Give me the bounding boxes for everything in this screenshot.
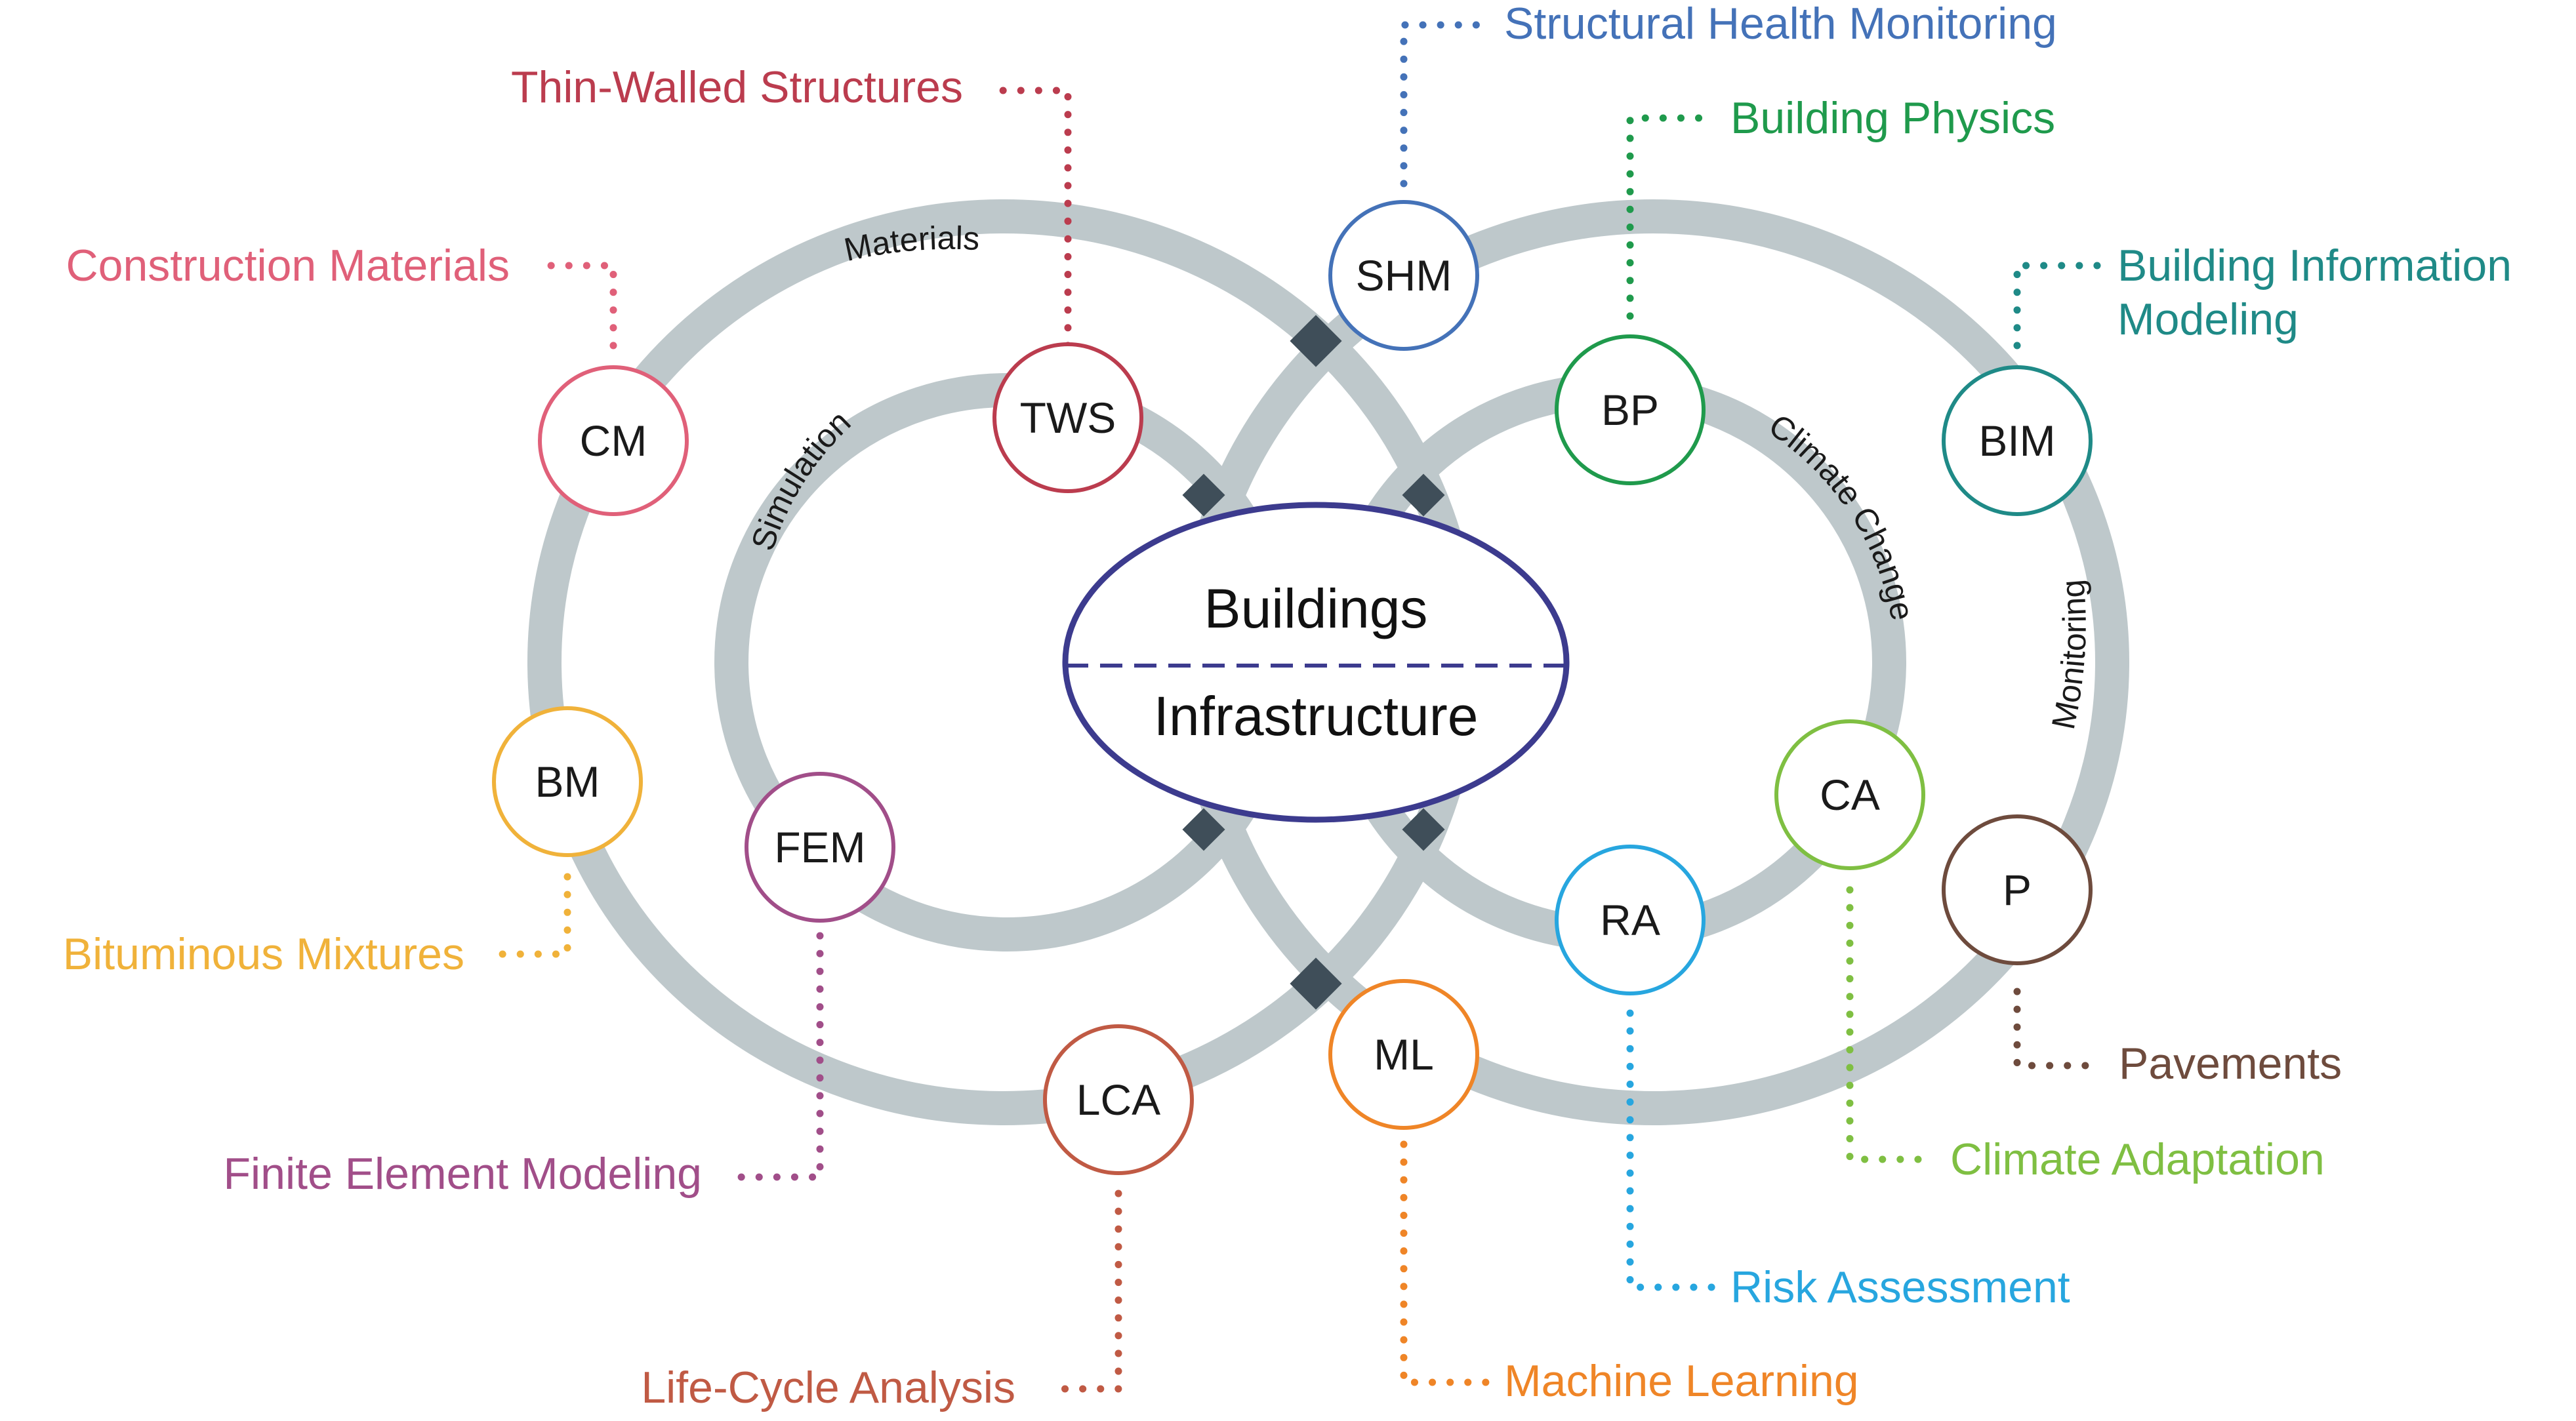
label-building-information: Building Information xyxy=(2117,241,2512,290)
node-ml-abbr: ML xyxy=(1374,1030,1434,1079)
crossing-mark xyxy=(1402,473,1445,517)
label-modeling: Modeling xyxy=(2117,294,2299,344)
label-structural-health-monitoring: Structural Health Monitoring xyxy=(1504,0,2057,49)
label-finite-element-modeling: Finite Element Modeling xyxy=(224,1149,702,1199)
ring-label-simulation: Simulation xyxy=(744,403,857,555)
label-life-cycle-analysis: Life-Cycle Analysis xyxy=(641,1363,1015,1412)
node-ra: RA xyxy=(1555,845,1706,995)
leader-cm xyxy=(547,262,617,350)
crossings xyxy=(1182,315,1445,1010)
node-tws: TWS xyxy=(992,342,1143,493)
leader-bp xyxy=(1626,114,1717,320)
leader-ca xyxy=(1846,886,1939,1163)
crossing-mark xyxy=(1182,808,1225,851)
node-shm: SHM xyxy=(1328,200,1479,351)
node-shm-abbr: SHM xyxy=(1356,251,1452,300)
crossing-mark xyxy=(1290,315,1342,367)
node-tws-abbr: TWS xyxy=(1020,393,1116,442)
label-climate-adaptation: Climate Adaptation xyxy=(1950,1134,2325,1184)
node-ca: CA xyxy=(1774,719,1925,870)
leader-lca xyxy=(1046,1190,1122,1393)
node-p: P xyxy=(1942,814,2093,965)
node-bp-abbr: BP xyxy=(1601,386,1659,434)
node-cm: CM xyxy=(538,365,689,516)
ring-label-monitoring: Monitoring xyxy=(2045,578,2093,732)
leader-bm xyxy=(495,873,571,958)
node-lca-abbr: LCA xyxy=(1076,1075,1160,1124)
label-machine-learning: Machine Learning xyxy=(1504,1356,1859,1406)
node-bp: BP xyxy=(1555,334,1706,485)
crossing-mark xyxy=(1402,808,1445,851)
leader-ra xyxy=(1626,1009,1717,1291)
node-fem-abbr: FEM xyxy=(774,823,865,871)
label-risk-assessment: Risk Assessment xyxy=(1730,1262,2070,1312)
label-thin-walled-structures: Thin-Walled Structures xyxy=(511,62,963,112)
node-ml: ML xyxy=(1328,979,1479,1130)
center-ellipse xyxy=(1062,502,1570,823)
node-p-abbr: P xyxy=(2003,866,2032,914)
leaders xyxy=(495,21,2103,1393)
leader-p xyxy=(2013,988,2100,1070)
node-bim: BIM xyxy=(1942,365,2093,516)
node-lca: LCA xyxy=(1043,1024,1194,1175)
label-building-physics: Building Physics xyxy=(1730,93,2055,143)
center-label-infrastructure: Infrastructure xyxy=(1154,685,1479,747)
node-bim-abbr: BIM xyxy=(1978,416,2055,465)
center-label-buildings: Buildings xyxy=(1204,578,1428,639)
label-bituminous-mixtures: Bituminous Mixtures xyxy=(63,929,464,979)
node-ra-abbr: RA xyxy=(1600,896,1660,944)
leader-shm xyxy=(1400,21,1490,188)
crossing-mark xyxy=(1290,957,1342,1010)
topic-labels: Construction Materials Thin-Walled Struc… xyxy=(63,0,2512,1412)
node-fem: FEM xyxy=(745,772,895,923)
label-construction-materials: Construction Materials xyxy=(66,241,510,290)
node-ca-abbr: CA xyxy=(1820,771,1880,819)
center-hub: Buildings Infrastructure xyxy=(1062,502,1570,823)
crossing-mark xyxy=(1182,473,1225,517)
leader-bim xyxy=(2013,262,2103,350)
leader-ml xyxy=(1400,1140,1490,1386)
nodes: CM TWS SHM BP BIM BM FEM LCA ML RA CA P xyxy=(492,200,2093,1175)
node-bm: BM xyxy=(492,706,643,857)
label-pavements: Pavements xyxy=(2119,1039,2342,1089)
node-bm-abbr: BM xyxy=(535,757,600,806)
node-cm-abbr: CM xyxy=(580,416,647,465)
